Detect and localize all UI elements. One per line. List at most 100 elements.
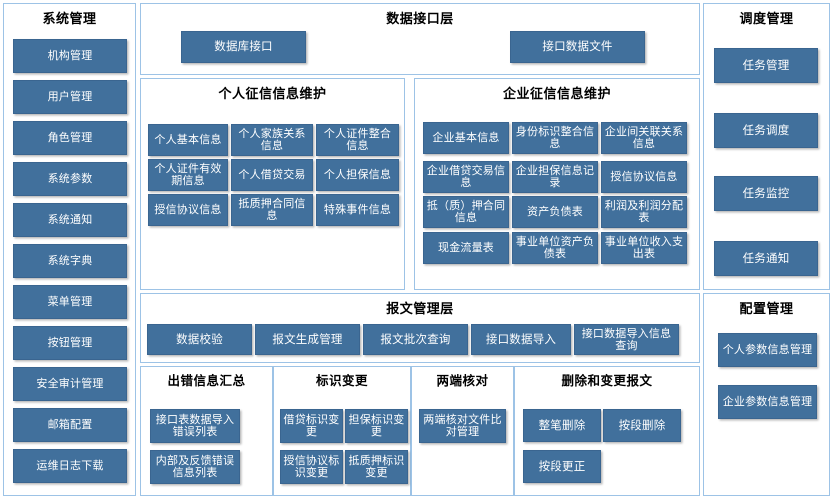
button-message-batch-query[interactable]: 报文批次查询 [363,324,468,355]
button-enterprise-basic-info[interactable]: 企业基本信息 [423,122,509,154]
sidebar-item-caidan[interactable]: 菜单管理 [13,285,127,319]
sidebar-item-youxiang[interactable]: 邮箱配置 [13,408,127,442]
button-profit-distribution-sheet[interactable]: 利润及利润分配表 [601,196,687,228]
button-label: 抵质押合同信息 [238,198,306,222]
button-enterprise-param-management[interactable]: 企业参数信息管理 [718,385,817,419]
panel-title-delete-change-message: 删除和变更报文 [561,374,653,388]
sidebar-item-label: 系统参数 [47,173,93,185]
button-label: 抵质押标识变更 [348,455,405,479]
button-label: 个人参数信息管理 [722,344,813,356]
button-label: 报文生成管理 [272,333,343,346]
button-label: 个人证件有效期信息 [154,163,222,187]
button-label: 事业单位收入支出表 [604,236,684,260]
button-label: 企业借贷交易信息 [426,165,506,189]
button-label: 现金流量表 [438,242,494,254]
button-label: 特殊事件信息 [323,204,392,216]
button-label: 整笔删除 [538,419,586,432]
button-internal-feedback-error-list[interactable]: 内部及反馈错误信息列表 [150,450,240,484]
button-interface-import-query[interactable]: 接口数据导入信息查询 [574,324,679,355]
button-pledge-flag-change[interactable]: 抵质押标识变更 [345,450,408,484]
button-label: 按段更正 [538,460,586,473]
button-guarantee-flag-change[interactable]: 担保标识变更 [345,409,408,443]
button-inter-enterprise-relation[interactable]: 企业间关联关系信息 [601,122,687,154]
button-label: 个人家族关系信息 [238,128,306,152]
button-task-schedule[interactable]: 任务调度 [714,113,818,148]
button-label: 授信协议标识变更 [283,455,340,479]
button-interface-data-file[interactable]: 接口数据文件 [510,31,645,63]
button-balance-sheet[interactable]: 资产负债表 [512,196,598,228]
panel-title-error-summary: 出错信息汇总 [167,374,246,388]
button-personal-id-validity[interactable]: 个人证件有效期信息 [148,159,228,191]
button-two-end-file-compare[interactable]: 两端核对文件比对管理 [419,409,506,443]
button-enterprise-credit-agreement[interactable]: 授信协议信息 [601,161,687,193]
button-identity-consolidation[interactable]: 身份标识整合信息 [512,122,598,154]
panel-title-flag-change: 标识变更 [315,374,368,388]
button-import-error-list[interactable]: 接口表数据导入错误列表 [150,409,240,443]
button-label: 内部及反馈错误信息列表 [155,455,235,479]
button-personal-credit-agreement[interactable]: 授信协议信息 [148,194,228,226]
button-interface-data-import[interactable]: 接口数据导入 [471,324,571,355]
button-task-monitor[interactable]: 任务监控 [714,176,818,211]
panel-title-system-management: 系统管理 [42,11,97,26]
button-correct-by-segment[interactable]: 按段更正 [523,450,601,483]
button-label: 个人借贷交易 [238,169,306,181]
button-pledge-contract-info[interactable]: 抵（质）押合同信息 [423,196,509,228]
sidebar-item-tongzhi[interactable]: 系统通知 [13,203,127,237]
button-label: 两端核对文件比对管理 [423,414,502,438]
sidebar-item-jigou[interactable]: 机构管理 [13,39,127,73]
button-label: 按段删除 [618,419,666,432]
panel-title-enterprise-credit: 企业征信信息维护 [502,86,611,101]
button-label: 数据库接口 [214,41,273,53]
sidebar-item-label: 菜单管理 [47,296,93,308]
button-label: 利润及利润分配表 [604,200,684,224]
button-label: 个人证件整合信息 [323,128,392,152]
button-loan-flag-change[interactable]: 借贷标识变更 [280,409,343,443]
panel-title-two-end-check: 两端核对 [436,374,489,388]
button-cash-flow-sheet[interactable]: 现金流量表 [423,232,509,264]
button-personal-pledge-contract[interactable]: 抵质押合同信息 [231,194,313,226]
button-label: 企业间关联关系信息 [604,126,684,150]
sidebar-item-anquan[interactable]: 安全审计管理 [13,367,127,401]
button-data-validation[interactable]: 数据校验 [147,324,252,355]
sidebar-item-yunwei[interactable]: 运维日志下载 [13,449,127,483]
button-delete-whole[interactable]: 整笔删除 [523,409,601,442]
sidebar-item-label: 用户管理 [47,91,93,103]
button-label: 事业单位资产负债表 [515,236,595,260]
button-personal-loan-transaction[interactable]: 个人借贷交易 [231,159,313,191]
button-task-management[interactable]: 任务管理 [714,48,818,83]
button-personal-id-consolidation[interactable]: 个人证件整合信息 [316,124,399,156]
button-label: 接口表数据导入错误列表 [155,414,235,438]
button-label: 资产负债表 [527,206,583,218]
sidebar-item-anniu[interactable]: 按钮管理 [13,326,127,360]
button-label: 数据校验 [176,333,223,346]
panel-title-message-layer: 报文管理层 [386,301,454,316]
button-task-notification[interactable]: 任务通知 [714,241,818,276]
button-personal-family-relation[interactable]: 个人家族关系信息 [231,124,313,156]
button-label: 任务管理 [742,59,790,72]
button-institution-income-expense[interactable]: 事业单位收入支出表 [601,232,687,264]
button-personal-special-event[interactable]: 特殊事件信息 [316,194,399,226]
button-enterprise-loan-transaction[interactable]: 企业借贷交易信息 [423,161,509,193]
sidebar-item-juese[interactable]: 角色管理 [13,121,127,155]
sidebar-item-yonghu[interactable]: 用户管理 [13,80,127,114]
button-label: 个人基本信息 [154,134,222,146]
button-message-generation[interactable]: 报文生成管理 [255,324,360,355]
button-enterprise-guarantee-record[interactable]: 企业担保信息记录 [512,161,598,193]
button-personal-param-management[interactable]: 个人参数信息管理 [718,333,817,367]
sidebar-item-label: 按钮管理 [47,337,93,349]
button-institution-balance-sheet[interactable]: 事业单位资产负债表 [512,232,598,264]
button-database-interface[interactable]: 数据库接口 [181,31,306,63]
button-label: 授信协议信息 [154,204,222,216]
button-personal-guarantee-info[interactable]: 个人担保信息 [316,159,399,191]
sidebar-item-label: 角色管理 [47,132,93,144]
panel-title-personal-credit: 个人征信信息维护 [218,86,327,101]
button-label: 报文批次查询 [380,333,451,346]
panel-title-schedule-management: 调度管理 [739,11,794,26]
sidebar-item-zidian[interactable]: 系统字典 [13,244,127,278]
button-credit-agreement-flag-change[interactable]: 授信协议标识变更 [280,450,343,484]
button-label: 个人担保信息 [323,169,392,181]
button-label: 任务调度 [742,124,790,137]
button-personal-basic-info[interactable]: 个人基本信息 [148,124,228,156]
button-delete-by-segment[interactable]: 按段删除 [603,409,681,442]
sidebar-item-canshu[interactable]: 系统参数 [13,162,127,196]
